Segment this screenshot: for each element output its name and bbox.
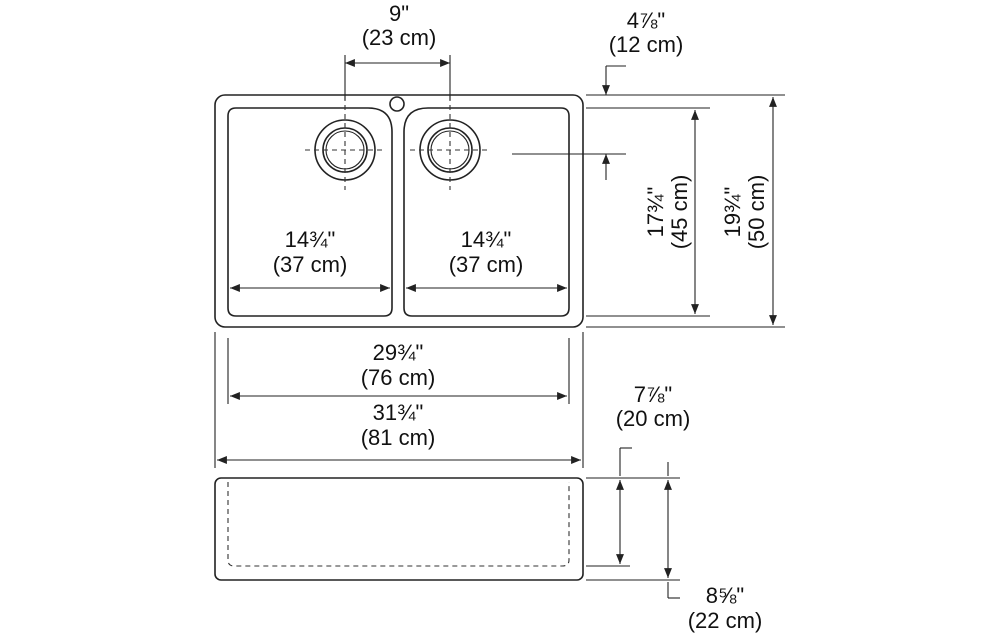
inner-width-dimension: 29¾" (76 cm) bbox=[227, 338, 570, 404]
faucet-hole bbox=[389, 96, 405, 112]
overall-width-dimension: 31¾" (81 cm) bbox=[214, 332, 584, 468]
left-drain-icon bbox=[305, 96, 385, 190]
bowl-height-metric: (20 cm) bbox=[616, 406, 691, 431]
drain-offset-metric: (12 cm) bbox=[609, 32, 684, 57]
overall-height-dimension: 8⅝" (22 cm) bbox=[586, 462, 762, 633]
overall-height-imperial: 8⅝" bbox=[706, 583, 744, 608]
top-view: 9" (23 cm) 4⅞" (12 cm) 14¾" (37 cm) 14¾"… bbox=[214, 1, 785, 468]
right-bowl-width-metric: (37 cm) bbox=[449, 252, 524, 277]
right-drain-icon bbox=[410, 96, 490, 190]
sink-apron-front bbox=[214, 477, 584, 581]
inner-width-imperial: 29¾" bbox=[373, 340, 424, 365]
right-bowl-width-dimension: 14¾" (37 cm) bbox=[406, 227, 567, 292]
bowl-height-imperial: 7⅞" bbox=[634, 382, 672, 407]
inner-width-metric: (76 cm) bbox=[361, 365, 436, 390]
right-bowl-width-imperial: 14¾" bbox=[461, 227, 512, 252]
bowl-hidden-outline bbox=[227, 482, 570, 567]
drain-spacing-dimension: 9" (23 cm) bbox=[344, 1, 451, 100]
left-bowl-width-imperial: 14¾" bbox=[285, 227, 336, 252]
left-bowl-width-metric: (37 cm) bbox=[273, 252, 348, 277]
bowl-height-dimension: 7⅞" (20 cm) bbox=[586, 382, 691, 567]
overall-height-metric: (22 cm) bbox=[688, 608, 763, 633]
front-view: 7⅞" (20 cm) 8⅝" (22 cm) bbox=[214, 382, 762, 633]
drain-offset-imperial: 4⅞" bbox=[627, 8, 665, 33]
left-bowl-outline bbox=[227, 107, 393, 317]
overall-width-imperial: 31¾" bbox=[373, 400, 424, 425]
drain-spacing-imperial: 9" bbox=[389, 1, 409, 26]
drain-spacing-metric: (23 cm) bbox=[362, 25, 437, 50]
bowl-depth-metric: (45 cm) bbox=[667, 175, 692, 250]
overall-depth-dimension: 19¾" (50 cm) bbox=[586, 94, 785, 328]
overall-width-metric: (81 cm) bbox=[361, 425, 436, 450]
drain-offset-dimension: 4⅞" (12 cm) bbox=[512, 8, 710, 180]
overall-depth-imperial: 19¾" bbox=[720, 187, 745, 238]
right-bowl-outline bbox=[403, 107, 570, 317]
left-bowl-width-dimension: 14¾" (37 cm) bbox=[230, 227, 390, 292]
overall-depth-metric: (50 cm) bbox=[744, 175, 769, 250]
sink-outer-rim bbox=[214, 94, 584, 328]
bowl-depth-dimension: 17¾" (45 cm) bbox=[586, 107, 710, 317]
bowl-depth-imperial: 17¾" bbox=[643, 187, 668, 238]
